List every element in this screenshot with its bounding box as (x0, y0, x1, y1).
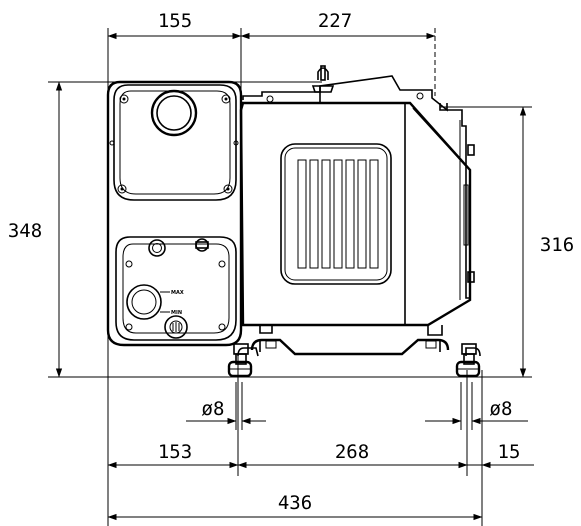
dim-bottom-middle-label: 268 (335, 441, 369, 463)
right-foot (455, 343, 481, 378)
left-foot (227, 343, 253, 378)
dim-bottom-left-label: 153 (158, 441, 192, 463)
extension-lines (48, 28, 532, 526)
dim-top-left-label: 155 (158, 10, 192, 32)
motor-housing (239, 65, 475, 327)
pump-outline: MAX MIN (106, 65, 481, 378)
dimension-labels: 155 227 348 316 ø8 ø8 153 268 15 436 (8, 10, 574, 514)
dim-bottom-right-label: 15 (498, 441, 521, 463)
dim-left-foot-diameter-label: ø8 (202, 398, 225, 420)
oil-drain-plug (164, 315, 188, 339)
dimension-lines (55, 32, 534, 521)
dim-top-right-label: 227 (318, 10, 352, 32)
oil-sight-glass (126, 284, 162, 320)
dim-left-height-label: 348 (8, 220, 42, 242)
oil-panel: MAX MIN (115, 236, 237, 341)
min-mark-label: MIN (171, 310, 182, 316)
cooling-grille (280, 143, 392, 285)
dim-overall-label: 436 (278, 492, 312, 514)
upper-end-cover (109, 84, 239, 201)
base-frame (237, 325, 481, 357)
dim-right-height-label: 316 (540, 234, 574, 256)
max-mark-label: MAX (171, 290, 184, 296)
dim-right-foot-diameter-label: ø8 (490, 398, 513, 420)
